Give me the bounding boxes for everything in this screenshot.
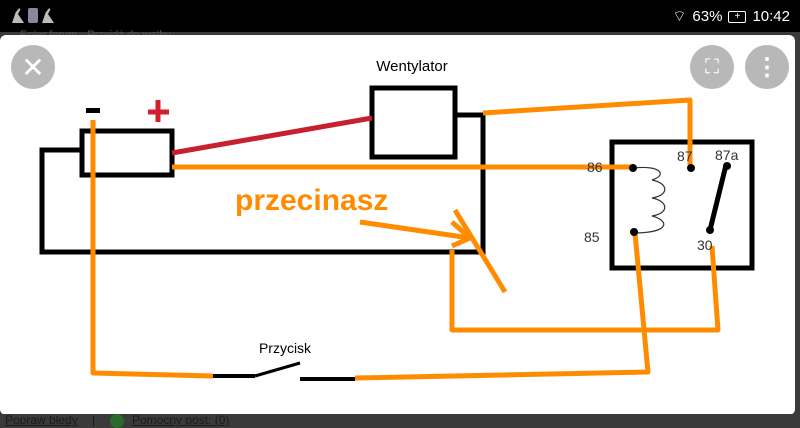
pin-85: 85 xyxy=(584,229,600,245)
cleaner-icon xyxy=(42,8,54,23)
minus-sign xyxy=(86,108,100,113)
fan-label: Wentylator xyxy=(376,58,447,75)
red-wire xyxy=(171,115,373,156)
wire-fan-to-87 xyxy=(482,97,693,165)
wire-30-loop xyxy=(449,245,721,333)
cut-label: przecinasz xyxy=(235,184,388,217)
pin-30: 30 xyxy=(697,237,713,253)
relay-box xyxy=(609,139,755,271)
helpful-post-link[interactable]: Pomocny post: (0) xyxy=(132,413,230,427)
notification-icons xyxy=(12,8,54,23)
separator: | xyxy=(92,413,96,427)
wire-minus-to-button xyxy=(90,120,214,379)
wire-button-to-85 xyxy=(354,232,651,381)
image-viewer: Wentylator przecinasz Przycisk 86 87 87a… xyxy=(0,35,795,415)
cut-arrow xyxy=(359,219,471,241)
more-vertical-icon: ⋮ xyxy=(755,53,779,81)
background-page-footer: Popraw błędy | Pomocny post: (0) xyxy=(0,413,800,428)
more-options-button[interactable]: ⋮ xyxy=(745,45,789,89)
cleaner-icon xyxy=(12,8,24,23)
battery-icon: + xyxy=(728,10,747,23)
lens-search-button[interactable]: ⛶ xyxy=(690,45,734,89)
wiring-diagram: Wentylator przecinasz Przycisk 86 87 87a… xyxy=(39,58,755,381)
lens-icon: ⛶ xyxy=(705,55,719,78)
ground-wire xyxy=(39,112,486,255)
battery-percent: 63% xyxy=(692,8,723,25)
helpful-icon xyxy=(110,414,124,428)
relay-coil xyxy=(633,166,666,234)
status-bar: ⌔ 63% + 10:42 xyxy=(0,0,800,32)
pin-86: 86 xyxy=(587,159,603,175)
wifi-icon: ⌔ xyxy=(672,8,687,25)
relay-switch xyxy=(707,164,729,231)
app-notification-icon xyxy=(28,8,38,23)
fix-errors-link[interactable]: Popraw błędy xyxy=(5,413,78,427)
button-label: Przycisk xyxy=(259,340,312,356)
close-button[interactable]: ✕ xyxy=(11,45,55,89)
pin-87: 87 xyxy=(677,148,693,164)
fan-box xyxy=(369,85,458,160)
close-icon: ✕ xyxy=(21,51,45,83)
clock: 10:42 xyxy=(752,8,790,25)
button-lever xyxy=(254,361,301,378)
plus-sign xyxy=(148,100,169,122)
pin-87a: 87a xyxy=(715,147,739,163)
